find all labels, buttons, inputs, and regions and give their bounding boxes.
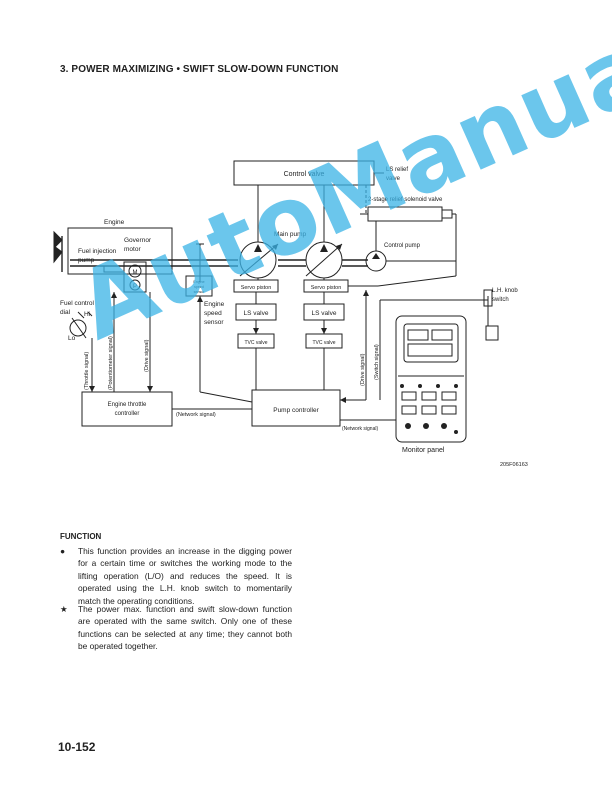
engine-throttle-controller-label-2: controller bbox=[115, 411, 140, 417]
engine-speed-sensor-label-3: sensor bbox=[204, 319, 224, 326]
throttle-signal-label: (Throttle signal) bbox=[84, 352, 90, 390]
tvc-valve-1-label: TVC valve bbox=[244, 340, 267, 346]
fuel-control-dial-label-1: Fuel control bbox=[60, 300, 95, 307]
ls-valve-2-label: LS valve bbox=[312, 310, 337, 317]
fuel-control-dial-label-2: dial bbox=[60, 309, 71, 316]
fuel-injection-pump-label-1: Fuel injection bbox=[78, 248, 117, 255]
function-item-2: ★ The power max. function and swift slow… bbox=[60, 603, 292, 653]
engine-speed-box-label-1: Engine bbox=[193, 280, 204, 284]
engine-speed-box-label-3: sensor bbox=[194, 290, 206, 294]
function-heading: FUNCTION bbox=[60, 532, 102, 541]
drive-signal-left-label: (Drive signal) bbox=[144, 339, 150, 372]
pump-controller-box bbox=[251, 389, 341, 427]
governor-motor-label-2: motor bbox=[124, 246, 141, 253]
potentiometer-p-label: P bbox=[133, 284, 137, 290]
control-pump-label: Control pump bbox=[384, 243, 421, 249]
bullet-dot-icon: ● bbox=[60, 546, 66, 556]
switch-signal-label: (Switch signal) bbox=[374, 344, 380, 380]
monitor-panel-box bbox=[395, 315, 467, 443]
lh-knob-switch-box bbox=[485, 325, 499, 341]
figure-code: 205F06163 bbox=[500, 462, 528, 468]
network-signal-left-label: (Network signal) bbox=[176, 412, 216, 418]
star-icon: ★ bbox=[60, 604, 68, 614]
ls-relief-valve-label-2: valve bbox=[386, 176, 401, 182]
engine-box bbox=[67, 227, 173, 275]
lh-knob-switch-label-2: switch bbox=[492, 297, 509, 303]
fuel-injection-pump-label-2: pump bbox=[78, 257, 95, 264]
motor-m-symbol bbox=[128, 264, 142, 278]
page-number: 10-152 bbox=[58, 740, 96, 754]
ls-valve-1-label: LS valve bbox=[244, 310, 269, 317]
lh-knob-body bbox=[483, 289, 493, 307]
servo-piston-1-label: Servo piston bbox=[241, 285, 272, 291]
tvc-valve-2-label: TVC valve bbox=[312, 340, 335, 346]
engine-label: Engine bbox=[104, 219, 125, 226]
engine-speed-sensor-label-1: Engine bbox=[204, 301, 225, 308]
two-stage-relief-solenoid-box bbox=[367, 206, 443, 222]
section-title: 3. POWER MAXIMIZING • SWIFT SLOW-DOWN FU… bbox=[60, 64, 339, 75]
function-item-1-text: This function provides an increase in th… bbox=[78, 546, 292, 606]
function-item-1: ● This function provides an increase in … bbox=[60, 545, 292, 607]
main-pump-label: Main pump bbox=[274, 231, 307, 238]
network-signal-right-label: (Network signal) bbox=[342, 426, 378, 432]
drive-signal-right-label: (Drive signal) bbox=[360, 353, 366, 386]
engine-speed-box-label-2: speed bbox=[194, 285, 204, 289]
potentiometer-signal-label: (Potentiometer signal) bbox=[108, 336, 114, 390]
engine-speed-sensor-box bbox=[185, 275, 213, 297]
potentiometer-p-symbol bbox=[129, 279, 141, 291]
fuel-control-dial-knob bbox=[69, 319, 87, 337]
motor-m-label: M bbox=[133, 270, 138, 276]
engine-throttle-controller-box bbox=[81, 391, 173, 427]
servo-piston-2-label: Servo piston bbox=[311, 285, 342, 291]
control-valve-label: Control valve bbox=[284, 171, 325, 178]
pump-controller-label: Pump controller bbox=[273, 407, 319, 414]
ls-relief-valve-label-1: LS relief bbox=[386, 167, 408, 173]
monitor-panel-label: Monitor panel bbox=[402, 447, 445, 454]
governor-motor-label-1: Governor bbox=[124, 237, 152, 244]
two-stage-relief-label: 2-stage relief solenoid valve bbox=[368, 197, 443, 203]
lh-knob-switch-label-1: L.H. knob bbox=[492, 288, 518, 294]
function-item-2-text: The power max. function and swift slow-d… bbox=[78, 604, 292, 652]
engine-throttle-controller-label-1: Engine throttle bbox=[108, 402, 147, 408]
dial-hi-label: Hi bbox=[84, 311, 90, 318]
engine-speed-sensor-label-2: speed bbox=[204, 310, 222, 317]
dial-lo-label: Lo bbox=[68, 335, 76, 342]
